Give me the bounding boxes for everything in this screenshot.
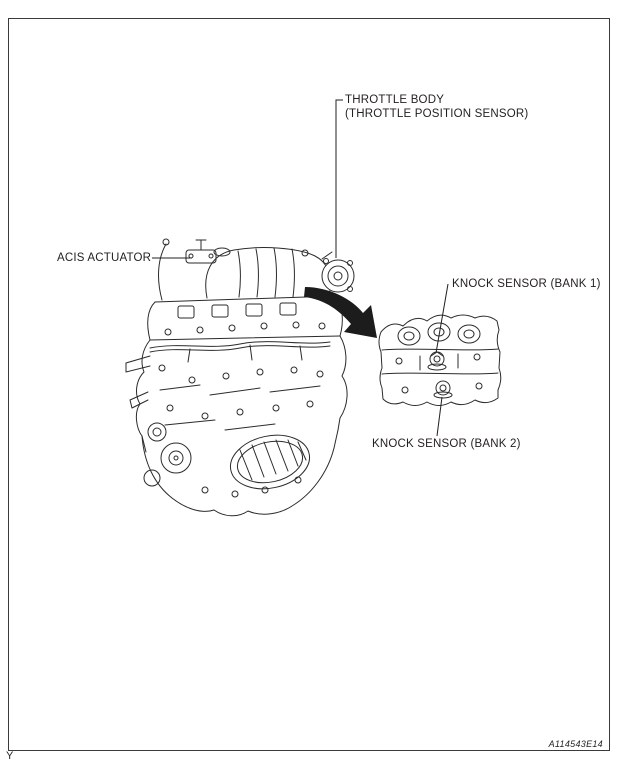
label-throttle-body: THROTTLE BODY (THROTTLE POSITION SENSOR): [345, 93, 528, 121]
knock-sensor-bank2-leader-line: [436, 396, 443, 437]
page-border: [8, 18, 610, 751]
throttle-body-leader-line: [335, 99, 343, 258]
label-acis-actuator: ACIS ACTUATOR: [57, 252, 152, 264]
throttle-body-label-line2: (THROTTLE POSITION SENSOR): [345, 108, 529, 120]
label-knock-sensor-bank1: KNOCK SENSOR (BANK 1): [452, 278, 601, 290]
knock-sensor-bank1-leader-line: [435, 283, 449, 354]
label-knock-sensor-bank2: KNOCK SENSOR (BANK 2): [372, 438, 521, 450]
knock-sensor-cutaway-illustration: [378, 314, 502, 406]
page-corner-mark: Y: [6, 750, 14, 762]
throttle-body-label-line1: THROTTLE BODY: [345, 94, 445, 106]
figure-code: A114543E14: [548, 739, 603, 749]
engine-illustration: [125, 238, 355, 517]
magnify-arrow-icon: [304, 287, 377, 338]
leader-lines: [152, 99, 449, 437]
